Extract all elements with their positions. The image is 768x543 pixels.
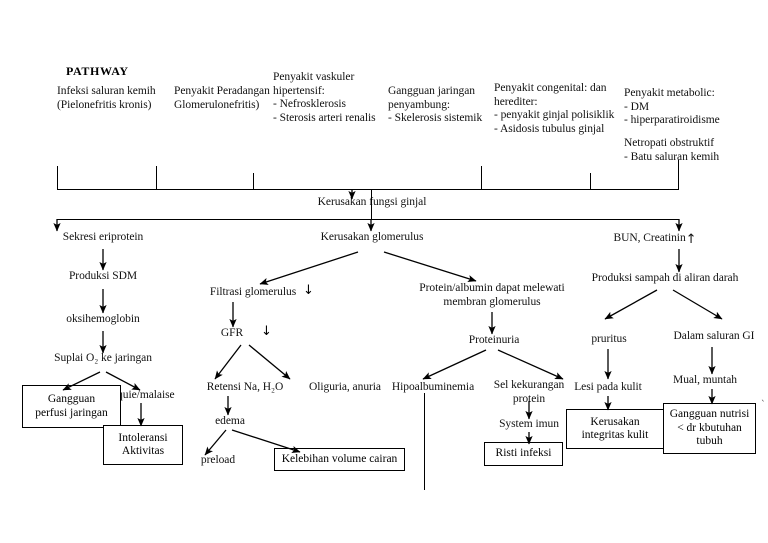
box-risti-infeksi: Risti infeksi	[484, 442, 563, 466]
edge-mark-artifact: ˋ	[761, 400, 766, 410]
arrow-proteinuria-to-hipoalbuminemia	[422, 349, 487, 380]
arrow-proteinuria-to-sel-kekurangan	[497, 349, 564, 380]
arrow-kerusakan-glomerulus-to-filtrasi	[259, 251, 359, 285]
node-system-imun: System imun	[499, 418, 559, 430]
cause-gangguan-jaringan-penyambung: Gangguan jaringan penyambung: - Skeleros…	[388, 85, 483, 124]
bus-tick-5	[590, 173, 592, 190]
node-dalam-saluran-gi: Dalam saluran GI	[673, 330, 755, 342]
bus-tick-1	[57, 166, 59, 190]
bus-tick-2	[156, 166, 158, 190]
arrow-gfr-to-oliguria	[248, 344, 291, 380]
page-title: PATHWAY	[66, 64, 129, 78]
node-lesi-pada-kulit: Lesi pada kulit	[574, 381, 642, 393]
node-bun-creatinin-label: BUN, Creatinin	[613, 232, 686, 244]
bus-bar-horizontal	[57, 189, 679, 191]
hipoalbuminemia-trailing-line	[424, 393, 426, 490]
node-produksi-sdm: Produksi SDM	[68, 270, 138, 282]
cause-infeksi-saluran-kemih: Infeksi saluran kemih (Pielonefritis kro…	[57, 85, 156, 111]
cause-penyakit-vaskuler-hipertensif: Penyakit vaskuler hipertensif: - Nefrosk…	[273, 71, 376, 124]
split-bar-horizontal	[57, 219, 679, 221]
bus-tick-3	[253, 173, 255, 190]
node-mual-muntah: Mual, muntah	[673, 374, 737, 386]
node-filtrasi-glomerulus: Filtrasi glomerulus	[209, 286, 297, 298]
node-sel-kekurangan-protein: Sel kekurangan protein	[493, 379, 565, 405]
arrow-kerusakan-glomerulus-to-protein-albumin	[383, 251, 477, 283]
node-preload: preload	[200, 454, 236, 466]
node-produksi-sampah-di-aliran-darah: Produksi sampah di aliran darah	[591, 272, 739, 284]
node-hipoalbuminemia: Hipoalbuminemia	[391, 381, 475, 393]
node-oliguria-anuria: Oliguria, anuria	[308, 381, 381, 393]
box-gangguan-nutrisi: Gangguan nutrisi < dr kbutuhan tubuh	[663, 403, 756, 454]
node-proteinuria: Proteinuria	[468, 334, 520, 346]
down-arrow-icon-gfr: ↓	[261, 324, 272, 339]
box-gangguan-perfusi-jaringan: Gangguan perfusi jaringan	[22, 385, 121, 428]
node-edema: edema	[215, 415, 245, 427]
box-intoleransi-aktivitas: Intoleransi Aktivitas	[103, 425, 183, 465]
node-bun-creatinin: BUN, Creatinin↑	[600, 231, 710, 246]
node-suplai-o2-ke-jaringan: Suplai O₂ ke jaringan	[54, 352, 152, 364]
node-oksihemoglobin: oksihemoglobin	[66, 313, 140, 325]
down-arrow-icon-filtrasi: ↓	[303, 283, 314, 298]
node-kerusakan-glomerulus: Kerusakan glomerulus	[320, 231, 424, 243]
split-stem-vertical	[371, 189, 373, 219]
arrow-gfr-to-retensi	[214, 344, 242, 380]
node-protein-albumin-melewati-membran: Protein/albumin dapat melewati membran g…	[419, 282, 565, 308]
cause-netropati-obstruktif: Netropati obstruktif - Batu saluran kemi…	[624, 137, 720, 163]
cause-penyakit-congenital-herediter: Penyakit congenital: dan herediter: - pe…	[494, 82, 615, 135]
node-sekresi-eriprotein: Sekresi eriprotein	[62, 231, 144, 243]
node-pruritus: pruritus	[591, 333, 627, 345]
arrow-produksi-sampah-to-pruritus	[604, 289, 658, 320]
cause-penyakit-peradangan: Penyakit Peradangan Glomerulonefritis)	[174, 85, 270, 111]
arrow-edema-to-preload	[204, 429, 227, 456]
box-kelebihan-volume-cairan: Kelebihan volume cairan	[274, 448, 405, 471]
bus-tick-6	[678, 160, 680, 190]
box-kerusakan-integritas-kulit: Kerusakan integritas kulit	[566, 409, 664, 449]
node-gfr: GFR	[220, 327, 244, 339]
cause-penyakit-metabolic: Penyakit metabolic: - DM - hiperparatiro…	[624, 87, 720, 126]
up-arrow-icon: ↑	[685, 232, 697, 247]
bus-tick-4	[481, 166, 483, 190]
node-retensi-na-h2o: Retensi Na, H₂O	[206, 381, 284, 393]
arrow-produksi-sampah-to-dalam-saluran-gi	[672, 289, 723, 320]
